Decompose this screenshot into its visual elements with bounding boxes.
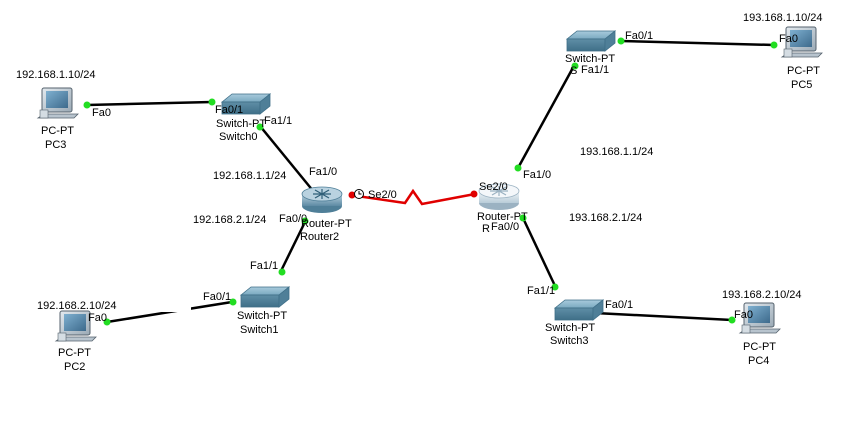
pc2-device[interactable] [54,310,97,342]
pc-icon [738,302,781,334]
link-switch2-pc5[interactable] [620,39,775,47]
port-dot-serial [348,191,356,199]
port-dot [571,62,579,70]
pc-icon [780,26,823,58]
port-dot [514,164,522,172]
pc2-ip-label: 192.168.2.10/24 [37,300,117,312]
switch2-name-label: S [570,65,577,77]
pc2-type-label: PC-PT [58,347,91,359]
switch1-type-label: Switch-PT [237,310,287,322]
router2-port-se20-label: Se2/0 [368,189,397,201]
router2-port-fa10-label: Fa1/0 [309,166,337,178]
router2-port-fa00-label: Fa0/0 [279,213,307,225]
switch-icon [553,299,605,321]
switch0-device[interactable] [220,93,272,115]
router2-device[interactable] [301,186,343,213]
switch2-port-a-label: Fa0/1 [625,30,653,42]
pc5-ip-label: 193.168.1.10/24 [743,12,823,24]
switch2-device[interactable] [565,30,617,52]
pc4-name-label: PC4 [748,355,769,367]
pc3-port-label: Fa0 [92,107,111,119]
switch2-type-label: Switch-PT [565,53,615,65]
port-dot [728,316,736,324]
switch3-device[interactable] [553,299,605,321]
router-r-port-fa00-label: Fa0/0 [491,221,519,233]
link-switch0-router2[interactable] [259,125,315,193]
port-dot [83,101,91,109]
port-dot [519,214,527,222]
switch-icon [239,286,291,308]
switch1-port-a-label: Fa0/1 [203,291,231,303]
pc2-label-backdrop [34,298,191,312]
pc3-name-label: PC3 [45,139,66,151]
pc3-type-label: PC-PT [41,125,74,137]
switch3-port-a-label: Fa0/1 [605,299,633,311]
pc5-type-label: PC-PT [787,65,820,77]
switch1-name-label: Switch1 [240,324,279,336]
pc4-device[interactable] [738,302,781,334]
port-dot-serial [470,190,478,198]
router-r-device[interactable] [478,183,520,210]
port-dot [551,283,559,291]
pc3-ip-label: 192.168.1.10/24 [16,69,96,81]
router-r-name-label: R [482,223,490,235]
switch0-port-a-label: Fa0/1 [215,104,243,116]
switch0-port-b-label: Fa1/1 [264,115,292,127]
pc4-port-label: Fa0 [734,309,753,321]
router2-name-label: Router2 [300,231,339,243]
switch-icon [565,30,617,52]
router-r-port-fa10-label: Fa1/0 [523,169,551,181]
pc5-name-label: PC5 [791,79,812,91]
port-indicators [83,37,778,326]
pc-icon [36,87,79,119]
pc4-type-label: PC-PT [743,341,776,353]
router-r-port-se20-label: Se2/0 [479,181,508,193]
switch3-port-b-label: Fa1/1 [527,285,555,297]
switch-icon [220,93,272,115]
switch1-device[interactable] [239,286,291,308]
switch1-port-b-label: Fa1/1 [250,260,278,272]
pc3-device[interactable] [36,87,79,119]
link-pc3-switch0[interactable] [86,100,213,107]
link-serial-router2-r[interactable] [349,188,476,206]
clock-icon [354,189,364,199]
port-dot [617,37,625,45]
router2-ip-fa10-label: 192.168.1.1/24 [213,170,286,182]
port-dot [278,268,286,276]
router-r-type-label: Router-PT [477,211,528,223]
router-r-ip-fa00-label: 193.168.2.1/24 [569,212,642,224]
router-icon [301,186,343,213]
router2-ip-fa00-label: 192.168.2.1/24 [193,214,266,226]
pc2-port-label: Fa0 [88,312,107,324]
switch2-port-b-label: Fa1/1 [581,64,609,76]
port-dot [208,98,216,106]
links [86,39,775,324]
pc5-port-label: Fa0 [779,33,798,45]
link-switch3-pc4[interactable] [594,311,733,322]
switch3-name-label: Switch3 [550,335,589,347]
port-dot [103,318,111,326]
link-r-switch2[interactable] [516,63,577,169]
pc5-device[interactable] [780,26,823,58]
pc-icon [54,310,97,342]
switch3-type-label: Switch-PT [545,322,595,334]
pc4-ip-label: 193.168.2.10/24 [722,289,802,301]
port-dot [770,41,778,49]
router-r-ip-fa10-label: 193.168.1.1/24 [580,146,653,158]
router-icon [478,183,520,210]
switch0-name-label: Switch0 [219,131,258,143]
switch0-type-label: Switch-PT [216,118,266,130]
link-r-switch3[interactable] [521,217,558,289]
router2-type-label: Router-PT [301,218,352,230]
port-dot [256,123,264,131]
link-router2-switch1[interactable] [278,221,307,274]
pc2-name-label: PC2 [64,361,85,373]
port-dot [301,217,309,225]
port-dot [229,298,237,306]
